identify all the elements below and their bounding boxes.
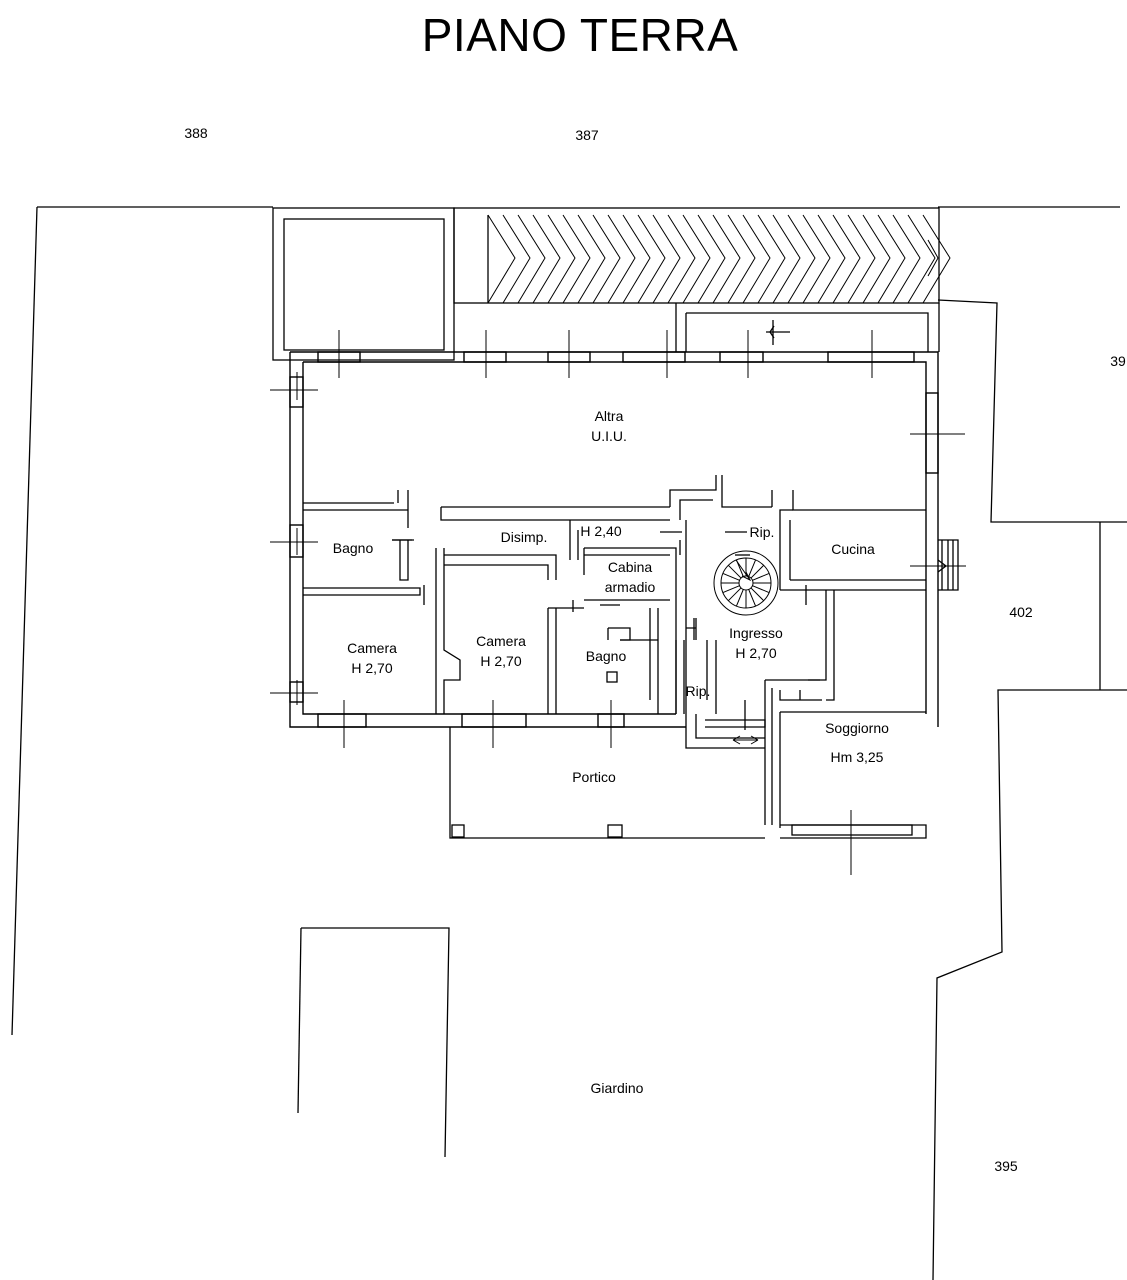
stair-step <box>750 587 765 602</box>
room-label-cabina-armadio: Cabina armadio <box>604 559 656 595</box>
inner-walls <box>303 475 959 839</box>
room-label-rip-top: Rip. <box>749 524 775 540</box>
dimension-ticks <box>270 330 966 875</box>
room-label-bagno-left: Bagno <box>332 540 374 556</box>
room-label-cucina: Cucina <box>831 541 875 557</box>
stair-step <box>727 564 742 579</box>
stair-step <box>752 585 770 594</box>
lot-boundaries <box>11 206 1127 1280</box>
parcel-number-387: 387 <box>575 127 599 143</box>
room-label-bagno-center: Bagno <box>585 648 627 664</box>
room-label-disimp: Disimp. <box>500 529 548 545</box>
parcel-number-388: 388 <box>184 125 208 141</box>
page-title: PIANO TERRA <box>421 9 739 61</box>
stair-step <box>752 572 770 581</box>
room-label-giardino: Giardino <box>590 1080 644 1096</box>
stair-step <box>722 572 740 581</box>
room-label-camera-2: Camera H 2,70 <box>476 633 526 669</box>
storage-block <box>272 207 455 361</box>
stair-step <box>748 559 757 577</box>
room-label-camera-1: Camera H 2,70 <box>347 640 397 676</box>
stair-step <box>735 589 744 607</box>
stair-step <box>722 585 740 594</box>
stair-step <box>748 589 757 607</box>
parcel-number-39: 39 <box>1110 353 1126 369</box>
room-label-disimp-height: H 2,40 <box>580 523 622 539</box>
spiral-staircase <box>713 550 779 616</box>
room-label-portico: Portico <box>572 769 616 785</box>
parcel-number-402: 402 <box>1009 604 1033 620</box>
upper-annex <box>675 303 940 352</box>
parcel-number-395: 395 <box>994 1158 1018 1174</box>
stair-step <box>750 564 765 579</box>
room-label-altra-uiu: Altra U.I.U. <box>591 408 627 444</box>
entrance-arrow <box>732 735 759 745</box>
room-label-ingresso: Ingresso H 2,70 <box>729 625 783 661</box>
room-label-soggiorno: Soggiorno Hm 3,25 <box>825 720 889 765</box>
room-label-rip-bottom: Rip. <box>685 683 711 699</box>
hatched-strip <box>453 207 951 304</box>
stair-step <box>727 587 742 602</box>
